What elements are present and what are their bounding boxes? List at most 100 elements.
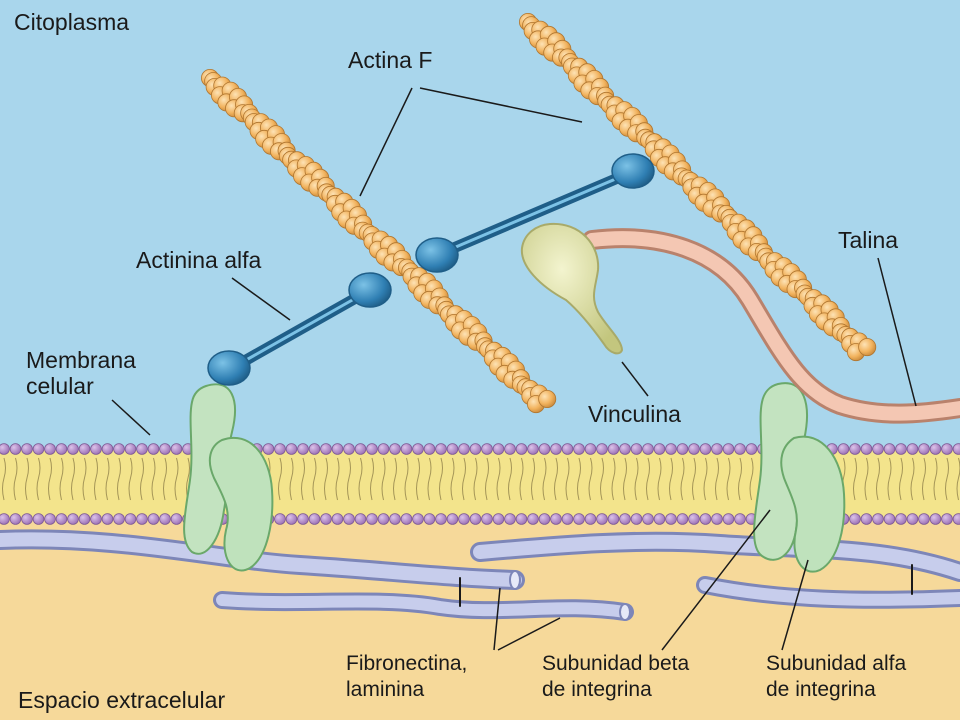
lipid-tail bbox=[715, 457, 719, 501]
lipid-head-lower bbox=[343, 513, 355, 525]
lipid-head-lower bbox=[515, 513, 528, 525]
lipid-head-upper bbox=[883, 443, 896, 455]
lipid-tail bbox=[853, 457, 857, 501]
lipid-tail bbox=[910, 457, 915, 501]
lipid-tail bbox=[577, 457, 581, 501]
actinin-head-2 bbox=[348, 272, 392, 308]
lipid-heads bbox=[0, 443, 960, 525]
label-membrana-2: celular bbox=[26, 373, 94, 399]
lipid-head-lower bbox=[711, 513, 723, 525]
lipid-tail bbox=[726, 457, 731, 501]
lipid-head-lower bbox=[918, 513, 930, 525]
lipid-head-lower bbox=[481, 513, 493, 525]
lipid-head-lower bbox=[872, 513, 884, 525]
lipid-head-upper bbox=[837, 443, 850, 455]
leader-actin-f-1 bbox=[359, 87, 413, 197]
lipid-head-upper bbox=[44, 443, 56, 455]
lipid-tail bbox=[485, 457, 489, 501]
lipid-head-upper bbox=[377, 443, 390, 455]
integrin-right bbox=[753, 382, 846, 573]
lipid-tail bbox=[600, 457, 604, 501]
lipid-tail bbox=[519, 457, 524, 501]
alpha-actinin bbox=[207, 153, 655, 386]
lipid-head-upper bbox=[354, 443, 367, 455]
lipid-tail bbox=[416, 457, 420, 501]
lipid-head-lower bbox=[849, 513, 861, 525]
leader-talina bbox=[877, 257, 917, 407]
lipid-head-upper bbox=[469, 443, 482, 455]
lipid-head-lower bbox=[377, 513, 390, 525]
lipid-head-upper bbox=[573, 443, 585, 455]
lipid-tail bbox=[128, 457, 133, 501]
lipid-head-lower bbox=[504, 513, 516, 525]
lipid-tail bbox=[554, 457, 558, 501]
lipid-head-lower bbox=[895, 513, 907, 525]
lipid-head-lower bbox=[688, 513, 700, 525]
lipid-head-lower bbox=[147, 513, 160, 525]
actinin-head-3 bbox=[415, 237, 459, 273]
lipid-tail bbox=[864, 457, 869, 501]
actin-bead bbox=[858, 338, 877, 357]
lipid-head-upper bbox=[32, 443, 45, 455]
lipid-tail bbox=[646, 457, 650, 501]
lipid-head-lower bbox=[722, 513, 735, 525]
lipid-head-lower bbox=[860, 513, 873, 525]
lipid-head-lower bbox=[630, 513, 643, 525]
lipid-head-lower bbox=[492, 513, 505, 525]
lipid-head-upper bbox=[906, 443, 919, 455]
lipid-head-upper bbox=[952, 443, 960, 455]
lipid-head-lower bbox=[734, 513, 746, 525]
lipid-head-lower bbox=[389, 513, 401, 525]
lipid-head-upper bbox=[124, 443, 137, 455]
lipid-head-lower bbox=[446, 513, 459, 525]
lipid-tail bbox=[324, 457, 328, 501]
lipid-tail bbox=[48, 457, 52, 501]
lipid-head-upper bbox=[9, 443, 22, 455]
lipid-head-upper bbox=[297, 443, 309, 455]
label-actina-f: Actina F bbox=[348, 47, 432, 73]
lipid-tail bbox=[738, 457, 742, 501]
lipid-head-upper bbox=[101, 443, 114, 455]
lipid-head-upper bbox=[734, 443, 746, 455]
lipid-head-lower bbox=[124, 513, 137, 525]
lipid-head-lower bbox=[435, 513, 447, 525]
lipid-head-lower bbox=[561, 513, 574, 525]
actinin-rod-1 bbox=[226, 284, 376, 374]
lipid-head-lower bbox=[607, 513, 620, 525]
lipid-head-lower bbox=[929, 513, 942, 525]
lipid-head-upper bbox=[860, 443, 873, 455]
lipid-tail bbox=[105, 457, 110, 501]
actin-bead bbox=[538, 389, 557, 408]
lipid-tail bbox=[140, 457, 144, 501]
lipid-head-upper bbox=[170, 443, 183, 455]
lipid-tail bbox=[588, 457, 593, 501]
lipid-head-upper bbox=[481, 443, 493, 455]
leader-alfa bbox=[781, 559, 809, 651]
actin-filament-2 bbox=[519, 12, 877, 362]
lipid-tail bbox=[59, 457, 64, 501]
lipid-head-lower bbox=[32, 513, 45, 525]
lipid-tail bbox=[82, 457, 87, 501]
lipid-head-lower bbox=[78, 513, 91, 525]
integrin-left-beta-subunit bbox=[208, 437, 274, 572]
lipid-head-lower bbox=[642, 513, 654, 525]
lipid-head-lower bbox=[101, 513, 114, 525]
lipid-head-upper bbox=[619, 443, 631, 455]
lipid-head-upper bbox=[676, 443, 689, 455]
lipid-tail bbox=[542, 457, 547, 501]
lipid-head-lower bbox=[538, 513, 551, 525]
leader-actinin-alfa bbox=[231, 277, 291, 321]
lipid-tail bbox=[945, 457, 949, 501]
lipid-tail bbox=[876, 457, 880, 501]
lipid-head-lower bbox=[90, 513, 102, 525]
leader-fibronectina-1 bbox=[493, 587, 501, 651]
label-vinculina: Vinculina bbox=[588, 401, 681, 427]
lipid-tails bbox=[2, 457, 960, 501]
lipid-tail bbox=[2, 457, 6, 501]
lipid-tail bbox=[71, 457, 75, 501]
lipid-head-upper bbox=[596, 443, 608, 455]
label-membrana-1: Membrana bbox=[26, 347, 136, 373]
lipid-tail bbox=[565, 457, 570, 501]
lipid-head-upper bbox=[308, 443, 321, 455]
lipid-head-upper bbox=[941, 443, 953, 455]
